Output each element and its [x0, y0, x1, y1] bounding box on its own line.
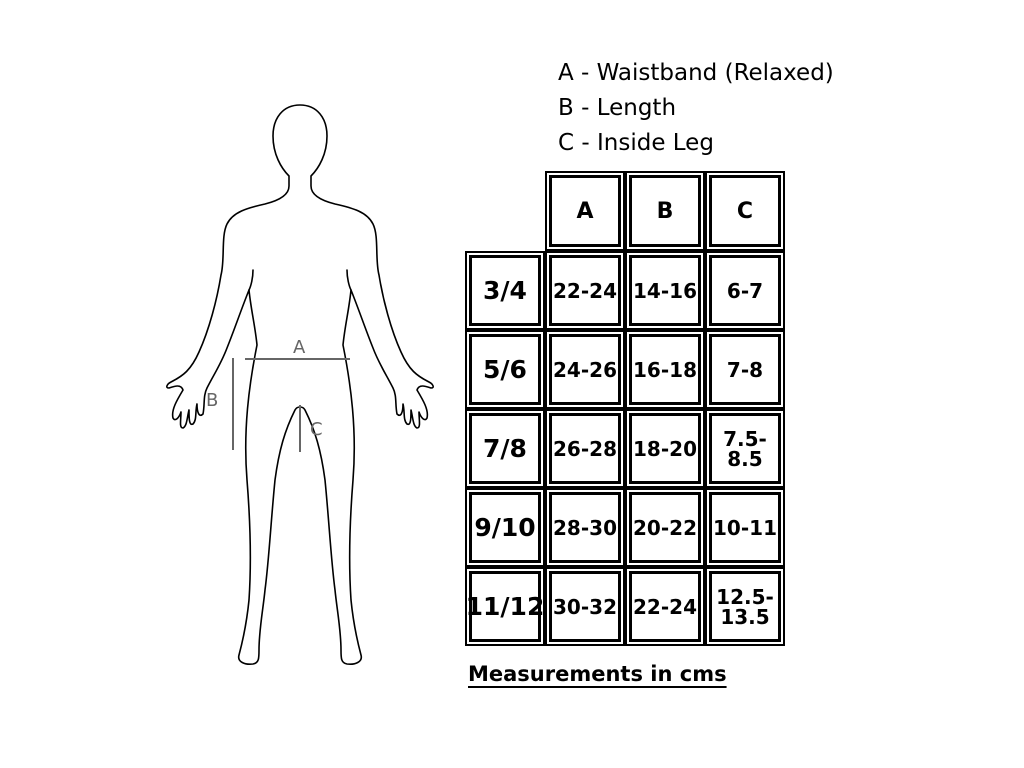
- legend-item-b: B - Length: [558, 95, 677, 121]
- units-note: Measurements in cms: [468, 662, 727, 686]
- table-cell-b: 16-18: [625, 330, 705, 409]
- legend-item-a: A - Waistband (Relaxed): [558, 60, 834, 86]
- figure-label-c: C: [310, 419, 323, 440]
- table-cell-c: 12.5- 13.5: [705, 567, 785, 646]
- table-cell-c: 7.5- 8.5: [705, 409, 785, 488]
- table-header-a: A: [545, 171, 625, 251]
- figure-label-a: A: [293, 337, 306, 358]
- table-cell-c: 7-8: [705, 330, 785, 409]
- table-cell-a: 30-32: [545, 567, 625, 646]
- table-cell-c: 6-7: [705, 251, 785, 330]
- table-header-b: B: [625, 171, 705, 251]
- table-header-c: C: [705, 171, 785, 251]
- size-label: 5/6: [465, 330, 545, 409]
- size-label: 11/12: [465, 567, 545, 646]
- body-outline-icon: A B C: [166, 104, 434, 665]
- table-cell-b: 20-22: [625, 488, 705, 567]
- table-cell-b: 14-16: [625, 251, 705, 330]
- figure-label-b: B: [206, 390, 218, 411]
- table-cell-b: 18-20: [625, 409, 705, 488]
- size-label: 3/4: [465, 251, 545, 330]
- table-cell-a: 26-28: [545, 409, 625, 488]
- table-cell-a: 22-24: [545, 251, 625, 330]
- table-cell-b: 22-24: [625, 567, 705, 646]
- legend-item-c: C - Inside Leg: [558, 130, 714, 156]
- size-label: 9/10: [465, 488, 545, 567]
- size-label: 7/8: [465, 409, 545, 488]
- size-table: A B C 3/4 22-24 14-16 6-7 5/6 24-26 16-1…: [465, 171, 785, 646]
- table-cell-c: 10-11: [705, 488, 785, 567]
- body-figure: A B C: [155, 100, 445, 670]
- table-cell-a: 24-26: [545, 330, 625, 409]
- table-cell-a: 28-30: [545, 488, 625, 567]
